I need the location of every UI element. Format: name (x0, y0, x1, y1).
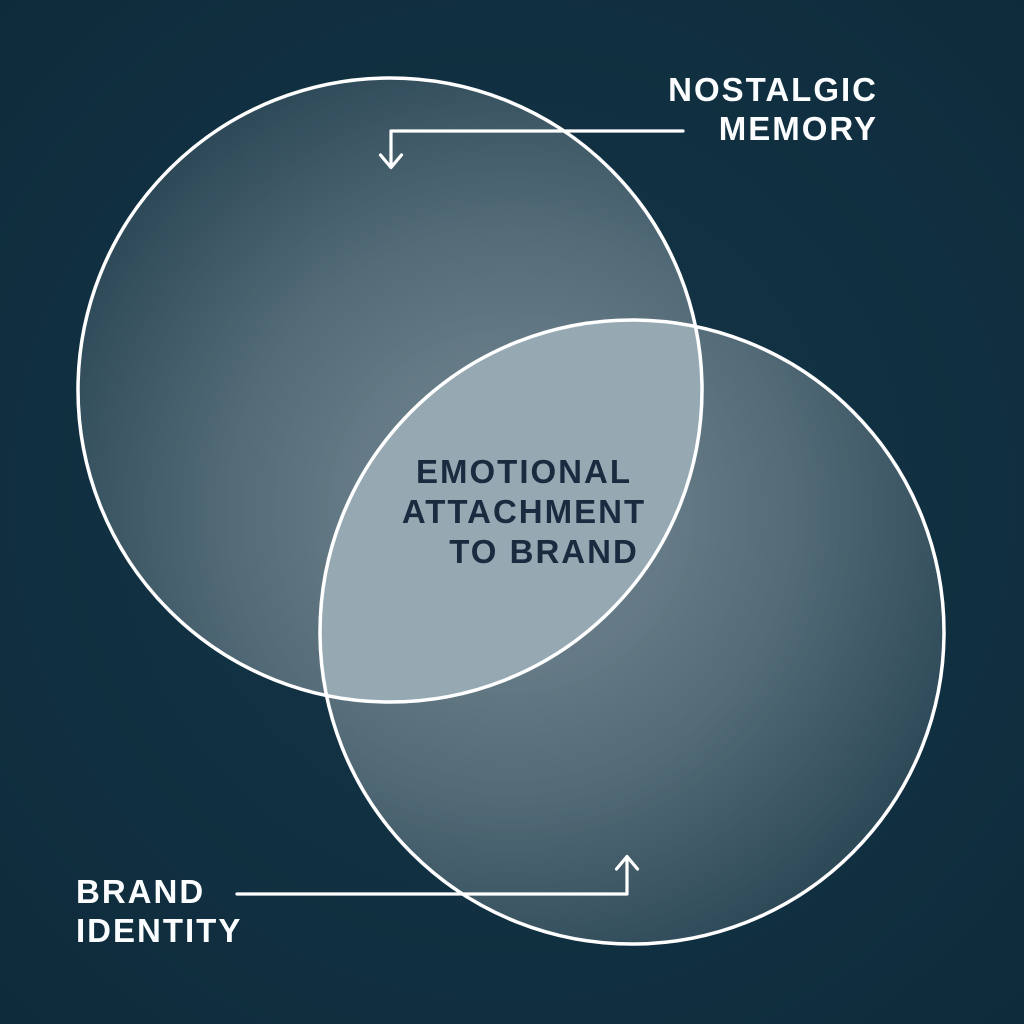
label-intersection-line2: ATTACHMENT (401, 493, 647, 530)
label-brand-identity-line1: BRAND (76, 873, 206, 910)
label-brand-identity-line2: IDENTITY (76, 912, 243, 949)
label-intersection-line3: TO BRAND (449, 533, 639, 570)
circle-nostalgic-memory-outline (76, 76, 704, 704)
connector-nostalgic-memory (389, 129, 685, 169)
arrow-up-icon (614, 854, 640, 871)
label-nostalgic-memory-line1: NOSTALGIC (668, 71, 878, 108)
circle-brand-identity-outline (318, 318, 946, 946)
venn-overlap-region (319, 319, 703, 703)
label-nostalgic-memory: NOSTALGIC MEMORY (668, 70, 878, 148)
connector-brand-identity (235, 855, 629, 896)
label-nostalgic-memory-line2: MEMORY (718, 110, 878, 147)
label-intersection: EMOTIONAL ATTACHMENT TO BRAND (324, 452, 724, 572)
arrow-down-icon (378, 153, 404, 170)
label-intersection-line1: EMOTIONAL (416, 453, 632, 490)
label-brand-identity: BRAND IDENTITY (76, 872, 242, 950)
